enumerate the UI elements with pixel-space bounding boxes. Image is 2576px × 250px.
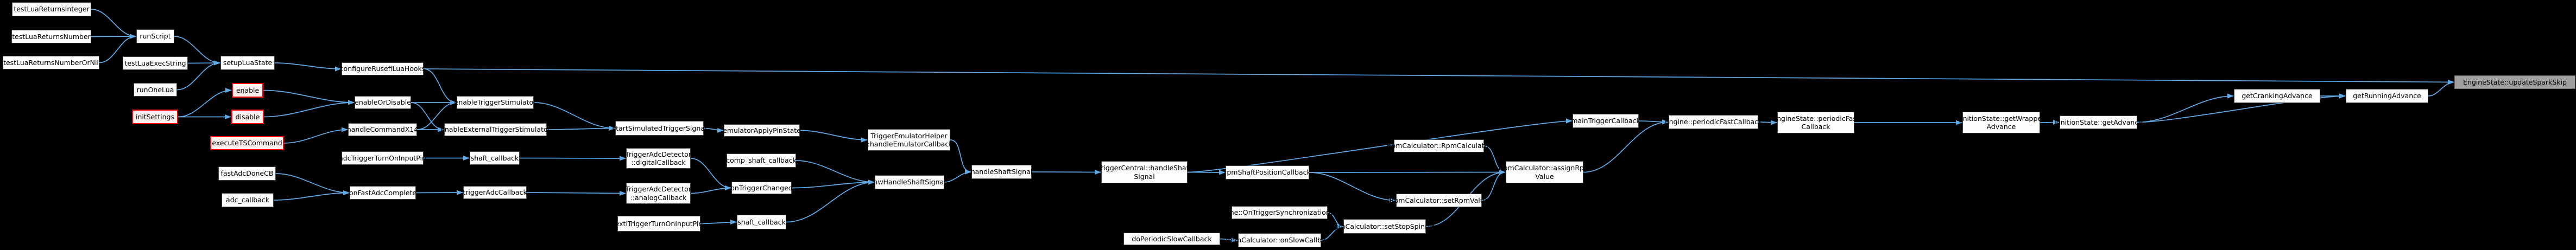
- edge-emulatorApplyPinState-to-TriggerEmulatorHelper_handleEmulatorCallback: [799, 130, 868, 143]
- edge-TriggerAdcDetector_digitalCallback-to-onTriggerChanged: [690, 158, 731, 190]
- graph-node-enableOrDisable[interactable]: enableOrDisable: [355, 96, 411, 109]
- graph-node-triggerAdcCallback[interactable]: triggerAdcCallback: [463, 186, 527, 199]
- graph-node-Engine_periodicFastCallback[interactable]: Engine::periodicFastCallback: [1665, 115, 1762, 129]
- graph-node-mainTriggerCallback[interactable]: mainTriggerCallback: [1571, 114, 1640, 128]
- graph-node-emulatorApplyPinState[interactable]: emulatorApplyPinState: [723, 124, 801, 137]
- edge-startSimulatedTriggerSignal-to-emulatorApplyPinState: [703, 127, 724, 133]
- edge-configureRusefiLuaHooks-to-enableTriggerStimulator: [423, 68, 457, 105]
- graph-node-TriggerAdcDetector_digitalCallback[interactable]: TriggerAdcDetector ::digitalCallback: [626, 148, 691, 169]
- edge-configureRusefiLuaHooks-to-EngineState_updateSparkSkip: [423, 68, 2454, 85]
- edge-doPeriodicSlowCallback-to-RpmCalculator_onSlowCallback: [1220, 238, 1238, 243]
- edge-shaft_callback_exti-to-hwHandleShaftSignal: [786, 180, 875, 223]
- edge-testLuaReturnsNumber-to-runScript: [91, 34, 136, 39]
- graph-node-IgnitionState_getWrappedAdvance[interactable]: IgnitionState::getWrapped Advance: [1956, 112, 2046, 133]
- graph-node-getCrankingAdvance[interactable]: getCrankingAdvance: [2234, 89, 2320, 103]
- edge-Engine_periodicFastCallback-to-EngineState_periodicFastCallback: [1758, 120, 1777, 125]
- graph-node-RpmCalculator_assignRpmValue[interactable]: RpmCalculator::assignRpm Value: [1499, 161, 1590, 183]
- edge-executeTSCommand-to-handleCommandX14: [283, 127, 348, 144]
- graph-node-enable[interactable]: enable: [232, 83, 263, 98]
- edge-comp_shaft_callback-to-hwHandleShaftSignal: [795, 160, 875, 185]
- graph-node-onTriggerChanged[interactable]: onTriggerChanged: [730, 182, 793, 194]
- graph-node-extiTriggerTurnOnInputPin[interactable]: extiTriggerTurnOnInputPin: [615, 216, 703, 232]
- edge-rpmShaftPositionCallback-to-RpmCalculator_setRpmValue: [1309, 172, 1396, 203]
- edge-shaft_callback_adc-to-TriggerAdcDetector_digitalCallback: [519, 156, 626, 161]
- graph-node-testLuaReturnsNumber[interactable]: testLuaReturnsNumber: [11, 30, 91, 43]
- graph-node-TriggerEmulatorHelper_handleEmulatorCallback[interactable]: TriggerEmulatorHelper ::handleEmulatorCa…: [866, 129, 952, 151]
- graph-node-TriggerCentral_handleShaftSignal[interactable]: TriggerCentral::handleShaft Signal: [1097, 161, 1191, 183]
- edge-runOneLua-to-setupLuaState: [176, 60, 220, 91]
- graph-node-runOneLua[interactable]: runOneLua: [134, 83, 177, 97]
- graph-node-configureRusefiLuaHooks[interactable]: configureRusefiLuaHooks: [340, 62, 425, 75]
- graph-node-TriggerAdcDetector_analogCallback[interactable]: TriggerAdcDetector ::analogCallback: [626, 183, 691, 204]
- edge-RpmCalculator_assignRpmValue-to-Engine_periodicFastCallback: [1583, 119, 1669, 173]
- graph-node-RpmCalculator_setRpmValue[interactable]: RpmCalculator::setRpmValue: [1390, 194, 1488, 207]
- edge-fastAdcDoneCB-to-onFastAdcComplete: [275, 173, 350, 195]
- edge-RpmCalculator_onSlowCallback-to-RpmCalculator_setStopSpinning: [1321, 224, 1343, 241]
- edge-onTriggerChanged-to-hwHandleShaftSignal: [791, 180, 875, 189]
- graph-node-EngineState_periodicFastCallback[interactable]: EngineState::periodicFast Callback: [1772, 112, 1859, 133]
- graph-node-adc_callback[interactable]: adc_callback: [222, 193, 274, 207]
- graph-node-testLuaReturnsInteger[interactable]: testLuaReturnsInteger: [12, 2, 91, 16]
- graph-node-onFastAdcComplete[interactable]: onFastAdcComplete: [349, 186, 416, 200]
- graph-node-initSettings[interactable]: initSettings: [132, 110, 178, 124]
- graph-node-RpmCalculator_setStopSpinning[interactable]: RpmCalculator::setStopSpinning: [1330, 219, 1439, 234]
- graph-node-shaft_callback_exti[interactable]: shaft_callback: [737, 215, 786, 229]
- graph-node-hwHandleShaftSignal[interactable]: hwHandleShaftSignal: [873, 175, 946, 189]
- graph-node-RpmCalculator_onSlowCallback[interactable]: RpmCalculator::onSlowCallback: [1226, 233, 1334, 247]
- edge-testLuaReturnsInteger-to-runScript: [91, 9, 136, 39]
- edge-TriggerAdcDetector_analogCallback-to-onTriggerChanged: [690, 185, 731, 194]
- graph-node-adcTriggerTurnOnInputPin[interactable]: adcTriggerTurnOnInputPin: [339, 151, 426, 165]
- graph-node-EngineState_updateSparkSkip[interactable]: EngineState::updateSparkSkip: [2454, 75, 2575, 89]
- graph-node-setupLuaState[interactable]: setupLuaState: [220, 56, 275, 70]
- graph-node-enableExternalTriggerStimulator[interactable]: enableExternalTriggerStimulator: [440, 123, 551, 136]
- graph-node-shaft_callback_adc[interactable]: shaft_callback: [470, 151, 520, 165]
- edge-extiTriggerTurnOnInputPin-to-shaft_callback_exti: [700, 220, 737, 225]
- edge-enableExternalTriggerStimulator-to-startSimulatedTriggerSignal: [546, 126, 615, 131]
- graph-node-fastAdcDoneCB[interactable]: fastAdcDoneCB: [218, 166, 276, 181]
- graph-node-RpmCalculator_RpmCalculator[interactable]: RpmCalculator::RpmCalculator: [1387, 139, 1491, 152]
- edge-TriggerEmulatorHelper_handleEmulatorCallback-to-handleShaftSignal: [950, 139, 971, 175]
- edge-disable-to-enableOrDisable: [263, 100, 355, 118]
- edge-IgnitionState_getAdvance-to-getRunningAdvance: [2137, 93, 2346, 123]
- edge-testLuaReturnsNumberOrNil-to-runScript: [99, 34, 136, 63]
- edge-setupLuaState-to-configureRusefiLuaHooks: [274, 62, 342, 72]
- graph-node-comp_shaft_callback[interactable]: comp_shaft_callback: [726, 153, 797, 168]
- edge-handleCommandX14-to-enableTriggerStimulator: [416, 100, 457, 130]
- graph-node-executeTSCommand[interactable]: executeTSCommand: [210, 136, 284, 150]
- graph-node-testLuaExecString[interactable]: testLuaExecString: [123, 56, 188, 70]
- edge-TriggerCentral_handleShaftSignal-to-mainTriggerCallback: [1187, 118, 1573, 173]
- graph-node-handleShaftSignal[interactable]: handleShaftSignal: [971, 165, 1032, 179]
- edge-initSettings-to-enable: [178, 88, 232, 118]
- edge-IgnitionState_getAdvance-to-getCrankingAdvance: [2137, 93, 2234, 123]
- graph-node-enableTriggerStimulator[interactable]: enableTriggerStimulator: [454, 96, 536, 109]
- graph-node-handleCommandX14[interactable]: handleCommandX14: [347, 123, 418, 136]
- edge-enable-to-enableOrDisable: [263, 89, 355, 105]
- edge-enableTriggerStimulator-to-startSimulatedTriggerSignal: [533, 102, 615, 131]
- graph-node-startSimulatedTriggerSignal[interactable]: startSimulatedTriggerSignal: [613, 121, 706, 136]
- edge-hwHandleShaftSignal-to-handleShaftSignal: [944, 169, 971, 183]
- graph-node-IgnitionState_getAdvance[interactable]: IgnitionState::getAdvance: [2054, 116, 2143, 129]
- graph-node-Engine_OnTriggerSynchronizationLost[interactable]: Engine::OnTriggerSynchronizationLost: [1215, 206, 1344, 219]
- graph-node-runScript[interactable]: runScript: [136, 29, 174, 43]
- edge-triggerAdcCallback-to-TriggerAdcDetector_analogCallback: [526, 190, 626, 196]
- graph-node-doPeriodicSlowCallback[interactable]: doPeriodicSlowCallback: [1123, 233, 1220, 245]
- graph-node-getRunningAdvance[interactable]: getRunningAdvance: [2346, 89, 2428, 103]
- edge-rpmShaftPositionCallback-to-RpmCalculator_assignRpmValue: [1309, 170, 1506, 175]
- graph-node-testLuaReturnsNumberOrNil[interactable]: testLuaReturnsNumberOrNil: [3, 56, 99, 69]
- graph-node-disable[interactable]: disable: [231, 110, 264, 124]
- graph-node-rpmShaftPositionCallback[interactable]: rpmShaftPositionCallback: [1224, 165, 1311, 180]
- edge-getRunningAdvance-to-EngineState_updateSparkSkip: [2428, 80, 2454, 97]
- edge-adc_callback-to-onFastAdcComplete: [273, 190, 350, 201]
